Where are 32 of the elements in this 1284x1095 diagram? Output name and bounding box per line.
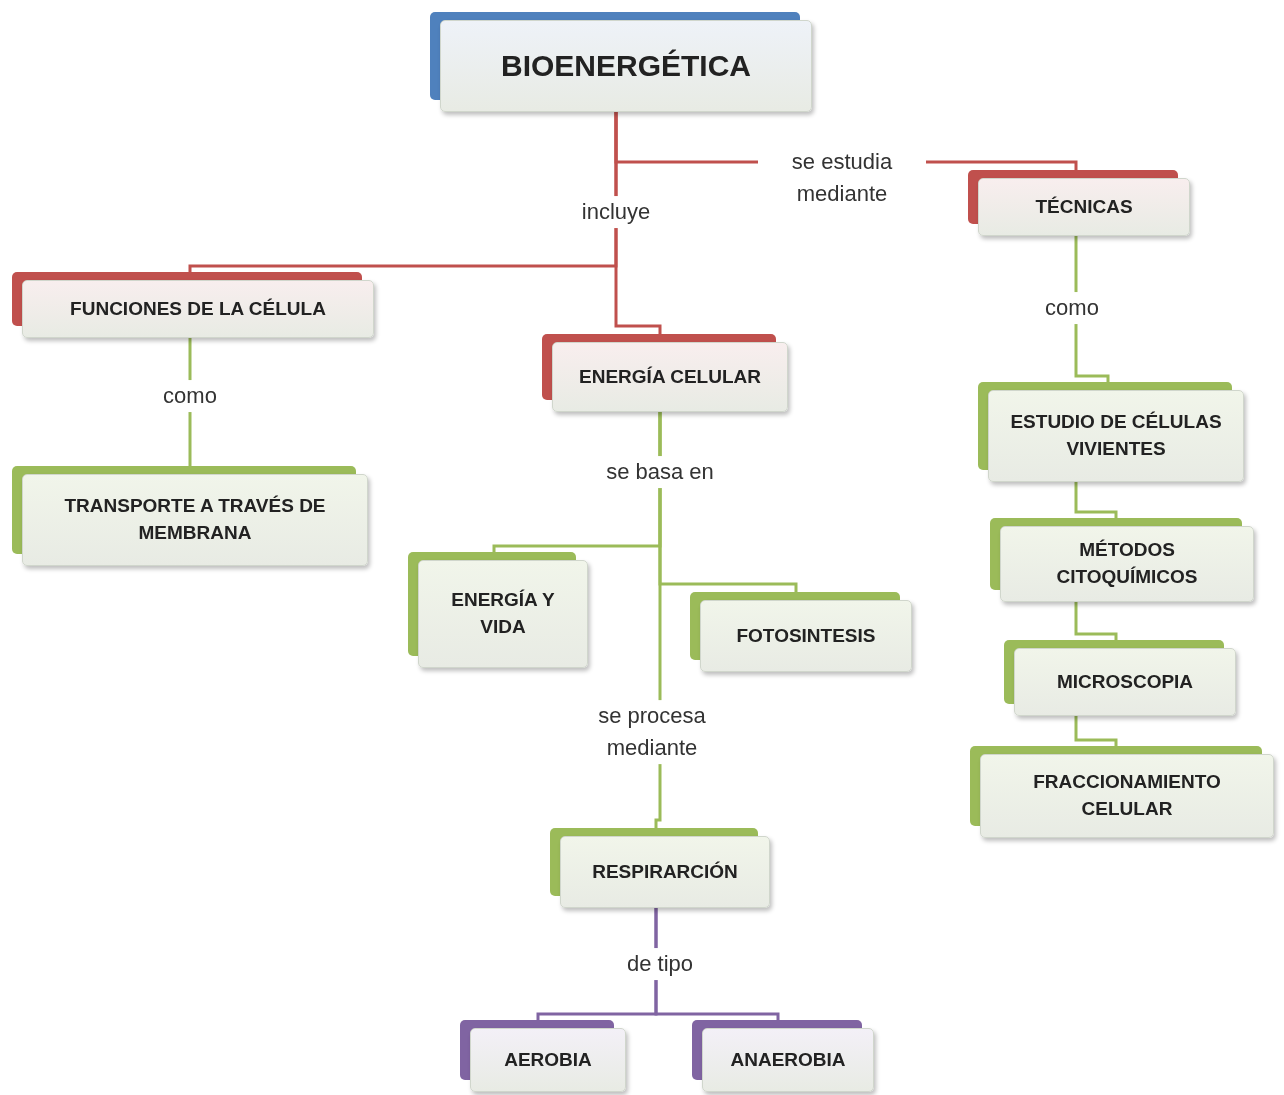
concept-box (542, 334, 788, 412)
concept-box (550, 828, 770, 908)
concept-label: AEROBIA (504, 1047, 592, 1072)
connector-line (1074, 482, 1118, 518)
concept-box (408, 552, 588, 668)
connector-line (614, 112, 662, 334)
concept-box (990, 518, 1254, 602)
concept-label: ESTUDIO DE CÉLULAS VIVIENTES (1009, 410, 1223, 461)
concept-box (970, 746, 1274, 838)
concept-box (12, 272, 374, 338)
concept-box (690, 592, 912, 672)
concept-label: TRANSPORTE A TRAVÉS DE MEMBRANA (63, 494, 327, 545)
concept-label: MICROSCOPIA (1056, 669, 1194, 694)
concept-label: ENERGÍA CELULAR (579, 364, 761, 389)
concept-label: ANAEROBIA (730, 1047, 846, 1072)
concept-box (460, 1020, 626, 1092)
concept-label: BIOENERGÉTICA (501, 48, 751, 84)
connector-line (1074, 602, 1118, 640)
concept-box (430, 12, 812, 112)
concept-label: RESPIRARCIÓN (592, 859, 738, 884)
concept-label: MÉTODOS CITOQUÍMICOS (1055, 538, 1199, 589)
concept-box (692, 1020, 874, 1092)
concept-label: FUNCIONES DE LA CÉLULA (70, 296, 326, 321)
concept-label: TÉCNICAS (1035, 194, 1133, 219)
concept-box (978, 382, 1244, 482)
concept-label: FOTOSINTESIS (736, 623, 876, 648)
concept-box (1004, 640, 1236, 716)
concept-label: FRACCIONAMIENTO CELULAR (1032, 770, 1222, 821)
concept-box (12, 466, 368, 566)
concept-box (968, 170, 1190, 236)
concept-label: ENERGÍA Y VIDA (450, 588, 556, 639)
connector-line (1074, 716, 1118, 746)
